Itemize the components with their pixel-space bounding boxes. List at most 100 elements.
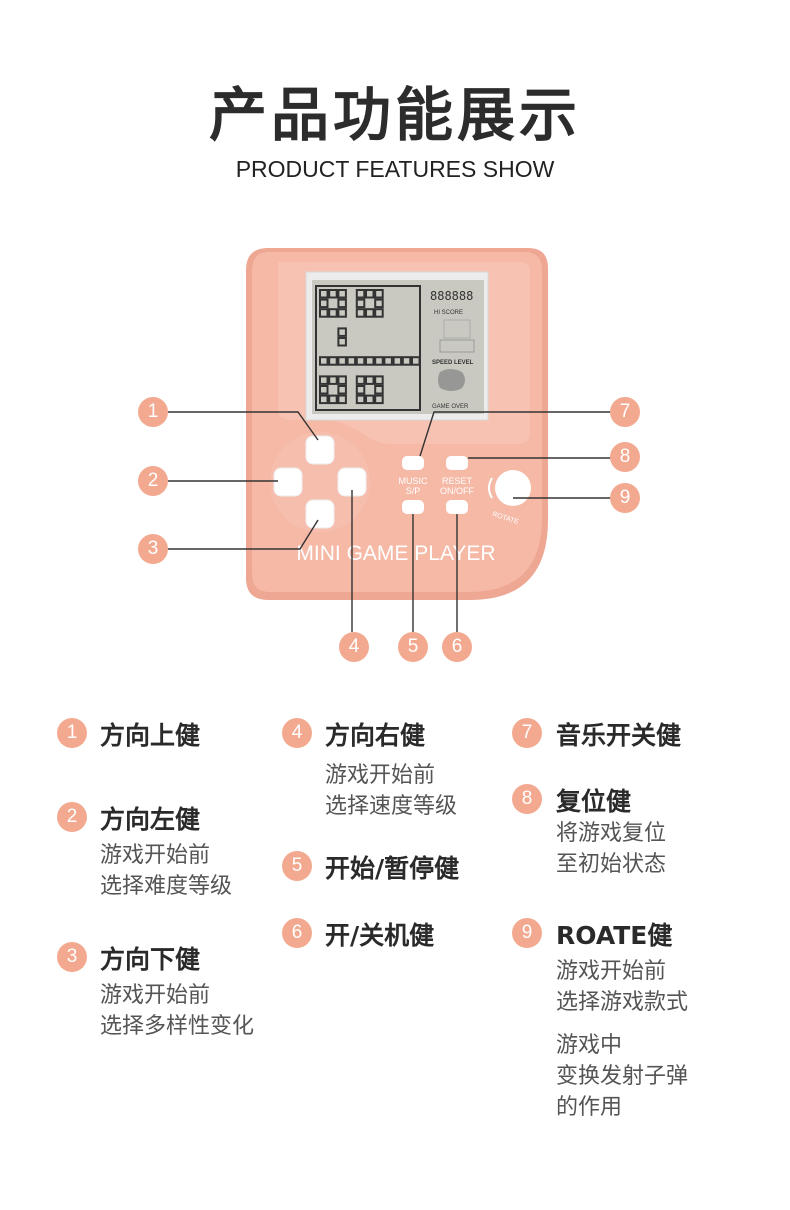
legend-title: 复位健 — [556, 787, 632, 816]
legend-num: 2 — [57, 802, 87, 832]
music-button — [402, 456, 424, 470]
lcd-block — [355, 289, 366, 299]
lcd-block — [319, 385, 329, 395]
lcd-block — [411, 356, 421, 366]
lcd-block — [346, 356, 357, 366]
lcd-block — [337, 385, 347, 395]
dpad-down-button — [305, 499, 335, 529]
lcd-playfield — [315, 285, 421, 411]
lcd-block — [355, 375, 366, 385]
start-pause-button — [402, 500, 424, 514]
legend-num: 4 — [282, 718, 312, 748]
legend-title: ROATE健 — [556, 921, 673, 950]
lcd-block — [355, 385, 366, 395]
legend-desc: 游戏开始前选择游戏款式 游戏中变换发射子弹的作用 — [556, 959, 689, 1120]
lcd-block — [374, 385, 384, 395]
lcd-block — [365, 289, 375, 299]
lcd-block — [319, 298, 329, 309]
power-button — [446, 500, 468, 514]
callout-2: 2 — [138, 466, 168, 496]
lcd-block — [319, 356, 329, 366]
music-label: MUSIC — [399, 476, 429, 486]
legend-title: 音乐开关健 — [556, 721, 682, 750]
lcd-block — [328, 308, 338, 318]
legend-desc: 将游戏复位至初始状态 — [556, 821, 667, 877]
lcd-block — [355, 394, 366, 405]
lcd-block — [337, 327, 347, 337]
lcd-block — [328, 394, 338, 405]
lcd-next-area — [443, 319, 471, 339]
lcd-block — [319, 289, 329, 299]
lcd-block — [383, 356, 393, 366]
lcd-block — [328, 289, 338, 299]
lcd-block — [374, 289, 384, 299]
legend-desc: 游戏开始前选择速度等级 — [325, 763, 458, 819]
lcd-block — [328, 356, 338, 366]
page-subtitle: PRODUCT FEATURES SHOW — [235, 156, 555, 182]
legend-num: 9 — [512, 918, 542, 948]
page-title: 产品功能展示 — [208, 81, 581, 149]
callout-4: 4 — [339, 632, 369, 662]
lcd-block — [365, 356, 375, 366]
legend-title: 开始/暂停健 — [325, 854, 460, 883]
rotate-arrow-icon — [488, 477, 493, 499]
reset-button — [446, 456, 468, 470]
lcd-screen — [312, 280, 484, 414]
legend-title: 方向下健 — [100, 945, 201, 974]
legend-desc: 游戏开始前选择多样性变化 — [100, 983, 255, 1039]
lcd-block — [401, 356, 412, 366]
lcd-block — [374, 308, 384, 318]
callout-lines — [168, 411, 612, 632]
lcd-hiscore: HI SCORE — [434, 310, 463, 316]
legend-num: 8 — [512, 784, 542, 814]
lcd-block — [365, 375, 375, 385]
legend-title: 方向右健 — [325, 721, 426, 750]
callout-7: 7 — [610, 397, 640, 427]
callout-9: 9 — [610, 483, 640, 513]
lcd-block — [319, 308, 329, 318]
reset-label: RESET — [442, 476, 473, 486]
callout-5: 5 — [398, 632, 428, 662]
lcd-block — [319, 394, 329, 405]
lcd-block — [392, 356, 403, 366]
lcd-game-over: GAME OVER — [432, 404, 469, 410]
lcd-level-digits — [439, 339, 475, 353]
lcd-block — [337, 375, 347, 385]
onoff-label: ON/OFF — [440, 486, 474, 496]
lcd-block — [319, 375, 329, 385]
legend-num: 3 — [57, 942, 87, 972]
lcd-block — [337, 289, 347, 299]
lcd-block — [337, 394, 347, 405]
lcd-speed-level: SPEED LEVEL — [432, 360, 474, 366]
mini-game-player-illustration: 888888 HI SCORE SPEED LEVEL GAME OVER MU… — [168, 248, 612, 632]
legend-num: 6 — [282, 918, 312, 948]
sp-label: S/P — [406, 486, 421, 496]
lcd-block — [374, 375, 384, 385]
rotate-button — [495, 470, 531, 506]
lcd-block — [355, 308, 366, 318]
lcd-blocks — [319, 289, 421, 405]
dpad-left-button — [273, 467, 303, 497]
lcd-mascot — [438, 369, 465, 391]
legend-title: 开/关机健 — [325, 921, 435, 950]
lcd-block — [337, 356, 347, 366]
brand-text: MINI GAME PLAYER — [296, 542, 495, 565]
lcd-block — [374, 394, 384, 405]
legend-title: 方向上健 — [100, 721, 201, 750]
lcd-block — [355, 356, 366, 366]
legend-num: 1 — [57, 718, 87, 748]
legend-desc: 游戏开始前选择难度等级 — [100, 843, 233, 899]
lcd-score: 888888 — [430, 289, 473, 303]
callout-1: 1 — [138, 397, 168, 427]
lcd-block — [374, 356, 384, 366]
lcd-block — [328, 375, 338, 385]
lcd-block — [365, 394, 375, 405]
dpad[interactable] — [270, 432, 370, 532]
lcd-block — [374, 298, 384, 309]
legend-num: 7 — [512, 718, 542, 748]
lcd-block — [365, 308, 375, 318]
lcd-block — [355, 298, 366, 309]
lcd-block — [337, 337, 347, 347]
lcd-block — [337, 308, 347, 318]
callout-6: 6 — [442, 632, 472, 662]
